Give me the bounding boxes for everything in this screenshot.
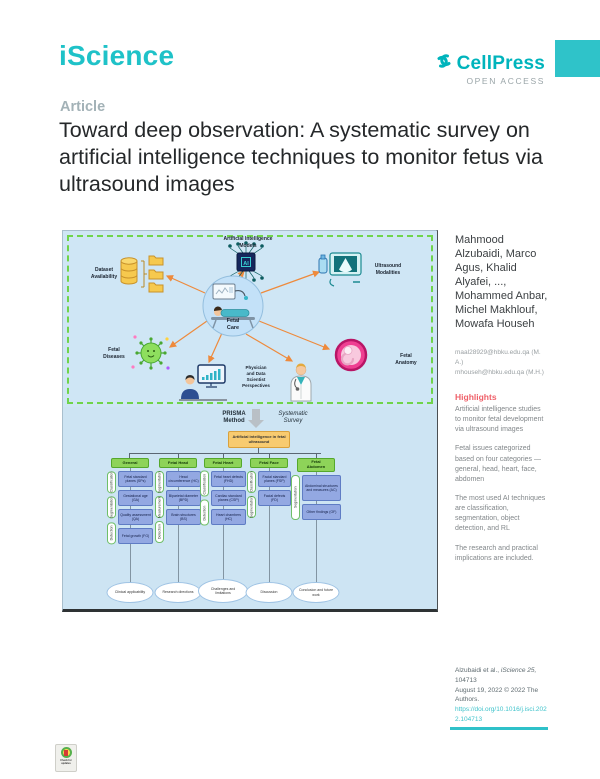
outcome-ellipse: Discussion	[245, 582, 293, 603]
publisher-logo: CellPress OPEN ACCESS	[435, 52, 545, 86]
method-pill: Detection	[107, 521, 116, 544]
flow-column-head: Fetal Head Segmentation Measurement Dete…	[154, 458, 202, 609]
publisher-name: CellPress	[456, 52, 545, 74]
flow-column-heart: Fetal Heart Classification Detection Fet…	[198, 458, 248, 609]
highlight-item: The most used AI techniques are classifi…	[455, 494, 546, 533]
correspondence-emails: maal28929@hbku.edu.qa (M.A.) mhouseh@hbk…	[455, 348, 548, 377]
flowchart: PRISMA Method Systematic Survey Artifici…	[63, 407, 437, 609]
highlight-item: Fetal issues categorized based on four c…	[455, 445, 541, 483]
database-folders-icon	[120, 255, 164, 293]
radial-arrows	[165, 270, 331, 364]
label-systematic-survey: Systematic Survey	[278, 411, 308, 425]
topic-box: Brain structures (BS)	[166, 509, 201, 525]
label-ai-models: Artificial Intelligence Models	[223, 236, 273, 249]
abstract-illustration: AI	[120, 241, 368, 402]
badge-label: Check for updates	[60, 759, 72, 766]
graphical-abstract-figure: AI	[62, 230, 438, 612]
virus-icon	[131, 335, 170, 370]
fetus-icon	[334, 338, 368, 372]
topic-box: Head circumference (HC)	[166, 471, 201, 487]
check-updates-badge[interactable]: Check for updates	[55, 744, 77, 772]
category-box: Fetal Heart	[204, 458, 242, 468]
topic-box: Facial defects (FD)	[258, 490, 291, 506]
method-pill: Segmentation	[247, 496, 256, 518]
ai-chip-text: AI	[243, 261, 249, 267]
brand-corner-rect	[555, 40, 600, 77]
highlights-list: Artificial intelligence studies to monit…	[455, 405, 548, 573]
method-pill: Classification	[247, 471, 256, 493]
flow-root-box: Artificial intelligence in fetal ultraso…	[228, 431, 290, 448]
method-pill: Segmentation	[107, 496, 116, 519]
outcome-ellipse: Challenges and limitations	[198, 579, 248, 603]
topic-box: Fetal heart defects (FHD)	[211, 471, 246, 487]
citation-block: Alzubaidi et al., iScience 25, 104713 Au…	[455, 666, 548, 725]
citation-journal: iScience	[500, 667, 526, 674]
outcome-ellipse: Clinical applicability	[106, 582, 154, 603]
column-connector-line	[178, 466, 179, 593]
method-pill: Classification	[107, 471, 116, 494]
fetal-care-icon	[202, 275, 264, 337]
label-fetal-care: Fetal Care	[226, 318, 240, 332]
category-box: Fetal Abdomen	[297, 458, 335, 472]
topic-box: Facial standard planes (FSP)	[258, 471, 291, 487]
doi-link[interactable]: https://doi.org/10.1016/j.isci.2022.1047…	[455, 706, 547, 723]
topic-box: Other findings (OF)	[302, 504, 341, 520]
topic-box: Biparietal diameter (BPD)	[166, 490, 201, 506]
highlights-title: Highlights	[455, 392, 497, 402]
crossmark-icon	[60, 747, 72, 758]
column-connector-line	[316, 466, 317, 593]
method-pill: Detection	[155, 521, 164, 543]
physician-icon	[290, 363, 312, 402]
topic-box: Fetal growth (FG)	[118, 528, 153, 544]
open-access-label: OPEN ACCESS	[466, 76, 545, 86]
outcome-ellipse: Research directions	[154, 582, 202, 603]
flow-column-abdomen: Fetal Abdomen Segmentation Abdominal str…	[291, 458, 341, 609]
method-pill: Segmentation	[291, 475, 300, 520]
label-prisma-method: PRISMA Method	[222, 411, 246, 425]
citation-date: August 19, 2022 © 2022 The Authors.	[455, 686, 539, 704]
category-box: Fetal Head	[159, 458, 197, 468]
page-title: Toward deep observation: A systematic su…	[59, 118, 544, 197]
method-pill: Detection	[200, 499, 209, 525]
down-arrow-icon	[252, 409, 260, 420]
category-box: General	[111, 458, 149, 468]
category-box: Fetal Face	[250, 458, 288, 468]
label-ultrasound: Ultrasound Modalities	[374, 263, 402, 276]
label-perspectives: Physician and Data Scientist Perspective…	[242, 365, 270, 388]
ultrasound-machine-icon	[318, 252, 362, 287]
topic-box: Fetal standard planes (SPs)	[118, 471, 153, 487]
journal-logo: iScience	[59, 40, 175, 71]
label-dataset: Dataset Availability	[90, 267, 118, 280]
citation-line: Alzubaidi et al., iScience 25, 104713	[455, 667, 537, 684]
label-diseases: Fetal Diseases	[103, 347, 125, 360]
article-sidebar: Mahmood Alzubaidi, Marco Agus, Khalid Al…	[455, 234, 548, 734]
column-connector-line	[269, 466, 270, 593]
sidebar-divider-rule	[450, 727, 548, 730]
author-list: Mahmood Alzubaidi, Marco Agus, Khalid Al…	[455, 234, 548, 330]
method-pill: Classification	[200, 471, 209, 497]
flow-column-general: General Classification Segmentation Dete…	[106, 458, 154, 609]
email-first[interactable]: maal28929@hbku.edu.qa (M.A.)	[455, 349, 541, 366]
topic-box: Gestational age (GA)	[118, 490, 153, 506]
label-anatomy: Fetal Anatomy	[395, 353, 417, 366]
outcome-ellipse: Conclusion and future work	[292, 582, 340, 603]
data-scientist-icon	[179, 364, 227, 401]
highlight-item: The research and practical implications …	[455, 544, 538, 562]
cellpress-swirl-icon	[435, 52, 453, 75]
topic-box: Abdominal structures and measures (AC)	[302, 475, 341, 501]
flow-column-face: Fetal Face Classification Segmentation F…	[245, 458, 293, 609]
dashed-frame	[67, 235, 433, 404]
abstract-diagram: AI	[63, 231, 437, 407]
method-pill: Measurement	[155, 496, 164, 518]
column-connector-line	[223, 466, 224, 593]
method-pill: Segmentation	[155, 471, 164, 493]
topic-box: Cardiac standard planes (CSP)	[211, 490, 246, 506]
email-second[interactable]: mhouseh@hbku.edu.qa (M.H.)	[455, 368, 544, 376]
topic-box: Quality assessment (QA)	[118, 509, 153, 525]
topic-box: Heart chambers (HC)	[211, 509, 246, 525]
article-type-label: Article	[60, 99, 106, 115]
highlight-item: Artificial intelligence studies to monit…	[455, 406, 544, 434]
